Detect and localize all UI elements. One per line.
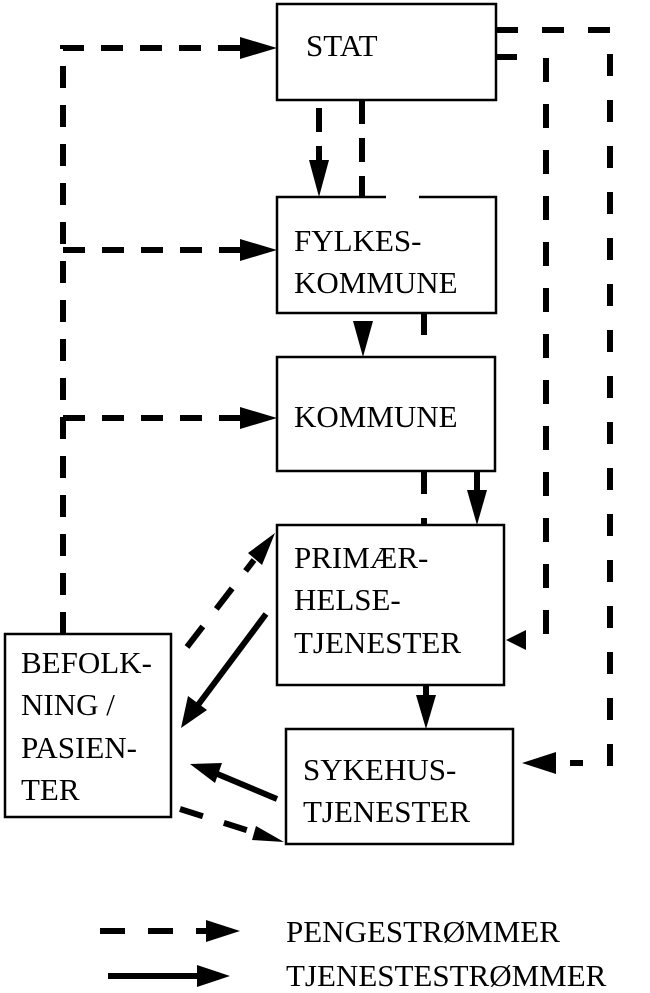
money-line [530, 58, 549, 643]
edge-stat-to-sykehus [496, 27, 613, 774]
arrowhead-icon [353, 321, 373, 357]
arrowhead-icon [252, 826, 284, 842]
arrowhead-icon [197, 965, 230, 987]
money-line [184, 558, 257, 649]
node-label-line: KOMMUNE [294, 265, 458, 300]
edge-befolkning-to-fylkeskommune [63, 239, 277, 261]
node-kommune: KOMMUNE [275, 355, 497, 473]
edge-sykehus-to-befolkning [190, 763, 279, 802]
node-label-line: SYKEHUS- [303, 752, 456, 787]
legend-label-money: PENGESTRØMMER [286, 914, 560, 949]
edge-befolkning-to-sykehus [179, 806, 284, 842]
node-label-line: NING / [21, 687, 115, 722]
node-box [275, 523, 506, 687]
arrowhead-icon [506, 630, 526, 650]
node-box [275, 2, 498, 102]
money-line [496, 27, 613, 766]
service-line [213, 770, 279, 802]
node-label-line: TJENESTER [303, 794, 470, 829]
edge-fylkeskommune-to-kommune [353, 321, 373, 357]
arrowhead-icon [248, 533, 275, 565]
arrowhead-icon [522, 752, 556, 774]
node-primaerhelsetjenester: PRIMÆR- HELSE- TJENESTER [275, 523, 506, 687]
edge-stat-to-fylkeskommune [309, 108, 329, 197]
node-label: STAT [306, 28, 378, 63]
node-label-line: HELSE- [294, 582, 401, 617]
arrowhead-icon [467, 490, 487, 525]
arrowhead-icon [181, 696, 207, 728]
node-stat: STAT [275, 2, 498, 102]
edge-primaer-to-befolkning [181, 612, 269, 728]
node-label-line: PASIEN- [21, 730, 137, 765]
arrowhead-icon [240, 407, 277, 429]
node-fylkeskommune: FYLKES- KOMMUNE [275, 195, 498, 315]
edge-befolkning-to-kommune [63, 407, 277, 429]
edge-kommune-to-primaer [467, 471, 487, 525]
arrowhead-icon [190, 763, 222, 783]
edge-stat-to-primaer [496, 54, 549, 650]
edge-befolkning-to-primaer [184, 533, 275, 649]
arrowhead-icon [309, 160, 329, 197]
node-sykehustjenester: SYKEHUS- TJENESTER [284, 727, 515, 846]
money-line [179, 806, 257, 836]
node-label-line: TJENESTER [294, 625, 461, 660]
node-box [3, 632, 173, 819]
node-box [284, 727, 515, 846]
legend-label-service: TJENESTESTRØMMER [286, 958, 607, 993]
edge-primaer-to-sykehus [416, 685, 436, 729]
arrowhead-icon [416, 695, 436, 729]
arrowhead-icon [240, 239, 277, 261]
node-label: KOMMUNE [294, 399, 458, 434]
node-befolkning: BEFOLK- NING / PASIEN- TER [3, 632, 173, 819]
legend-item-service: TJENESTESTRØMMER [108, 958, 607, 993]
node-label-line: FYLKES- [294, 223, 421, 258]
node-box [275, 195, 498, 315]
legend: PENGESTRØMMER TJENESTESTRØMMER [100, 914, 607, 993]
edge-befolkning-to-stat [60, 37, 277, 634]
arrowhead-icon [206, 920, 240, 942]
money-line [60, 45, 240, 634]
node-label-line: BEFOLK- [21, 645, 152, 680]
legend-item-money: PENGESTRØMMER [100, 914, 560, 949]
node-box [275, 355, 497, 473]
node-label-line: TER [21, 772, 80, 807]
arrowhead-icon [240, 37, 277, 59]
service-line [195, 612, 269, 707]
node-label-line: PRIMÆR- [294, 540, 428, 575]
